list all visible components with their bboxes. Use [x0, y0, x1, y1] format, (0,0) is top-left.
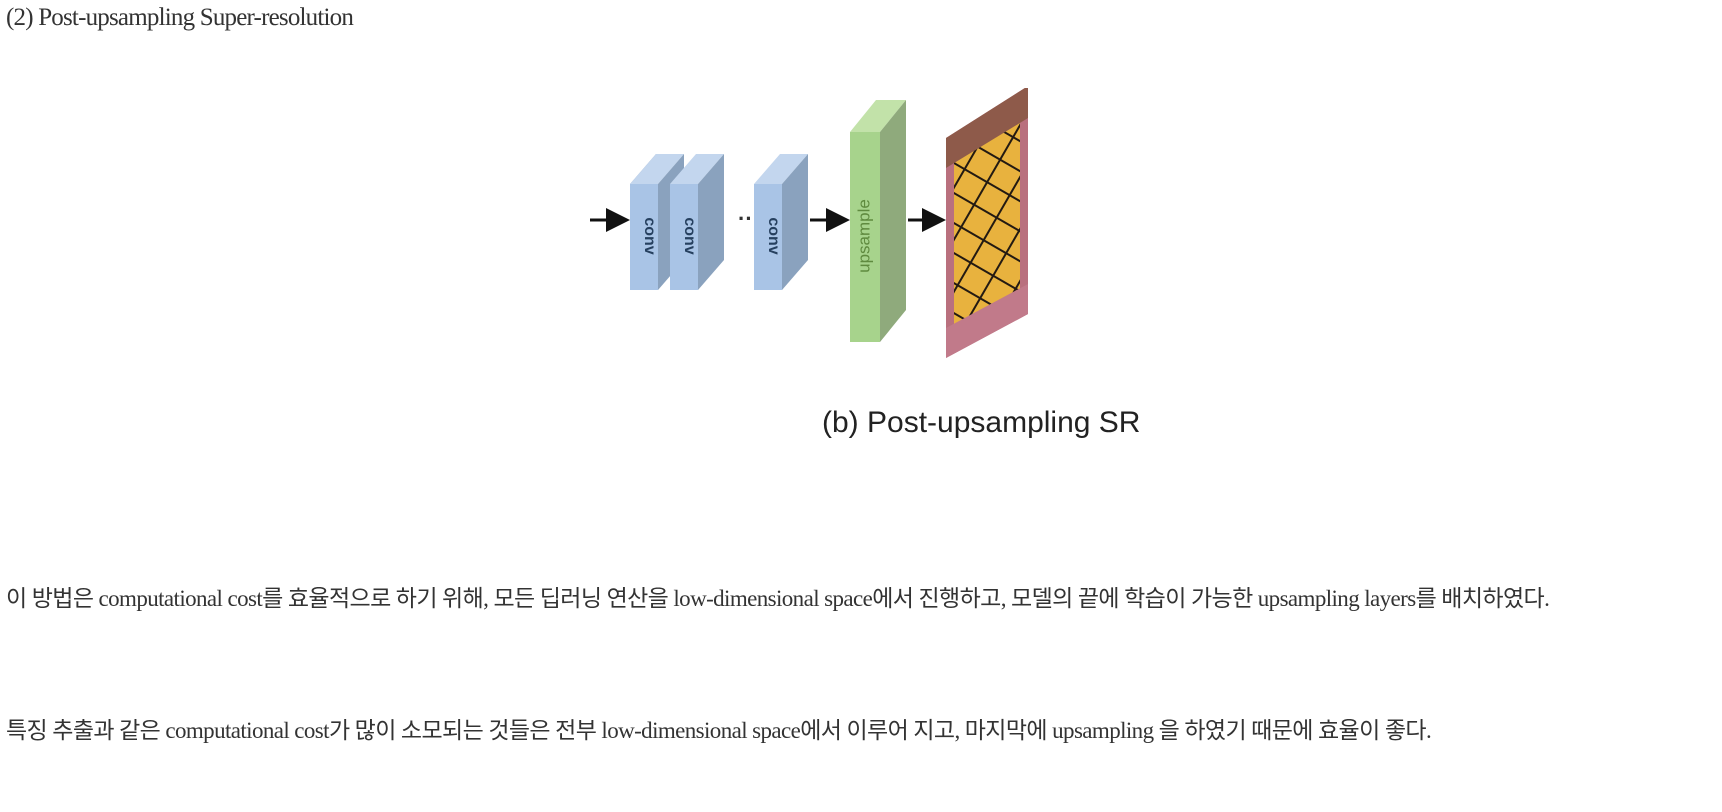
butterfly-output-image: [946, 88, 1028, 358]
conv-label-2: conv: [681, 217, 698, 254]
paragraph-1: 이 방법은 computational cost를 효율적으로 하기 위해, 모…: [6, 586, 1550, 611]
upsample-block: [850, 100, 906, 342]
conv-block-1: [630, 154, 684, 290]
conv-label-3: conv: [765, 217, 782, 254]
paragraph-2: 특징 추출과 같은 computational cost가 많이 소모되는 것들…: [6, 718, 1432, 743]
section-title: (2) Post-upsampling Super-resolution: [6, 4, 354, 31]
post-upsampling-figure: ··· conv conv conv upsample (b): [590, 88, 1170, 458]
conv-block-3: [754, 154, 808, 290]
upsample-label: upsample: [854, 199, 873, 273]
figure-caption: (b) Post-upsampling SR: [822, 406, 1141, 439]
conv-label-1: conv: [641, 217, 658, 254]
post-upsampling-diagram: ··· conv conv conv upsample: [590, 88, 1028, 358]
conv-block-2: [670, 154, 724, 290]
